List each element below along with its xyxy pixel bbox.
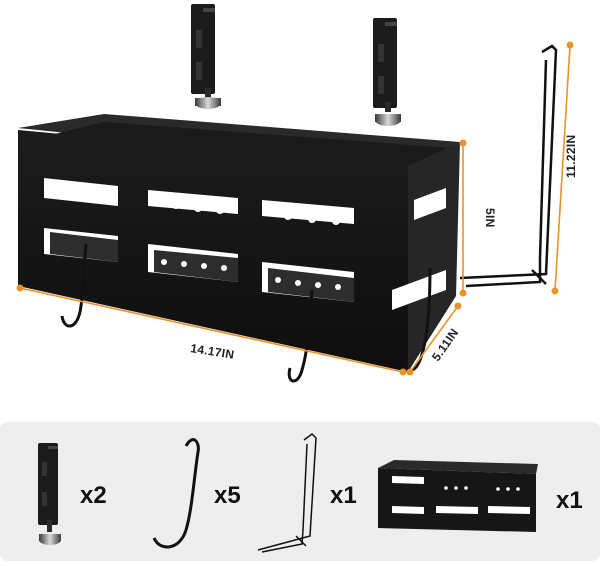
qty-hook: x5 xyxy=(214,482,241,509)
clamp-top-left xyxy=(191,4,221,109)
basket-main xyxy=(18,114,460,383)
qty-clamp: x2 xyxy=(80,482,107,509)
basket-icon xyxy=(378,460,538,532)
qty-wire-frame: x1 xyxy=(330,482,357,509)
hook-icon xyxy=(152,438,200,549)
clamp-icon xyxy=(38,443,61,545)
dim-height-label: 5IN xyxy=(483,208,497,228)
clamp-top-right xyxy=(373,18,401,126)
qty-basket: x1 xyxy=(556,487,583,514)
dim-hook-height-label: 11.22IN xyxy=(564,135,578,178)
wire-frame-main xyxy=(459,44,558,288)
dim-depth-label: 5.11IN xyxy=(429,326,461,364)
wire-frame-icon xyxy=(257,433,317,553)
dim-length-label: 14.17IN xyxy=(190,341,236,362)
dimension-lines xyxy=(16,41,574,376)
